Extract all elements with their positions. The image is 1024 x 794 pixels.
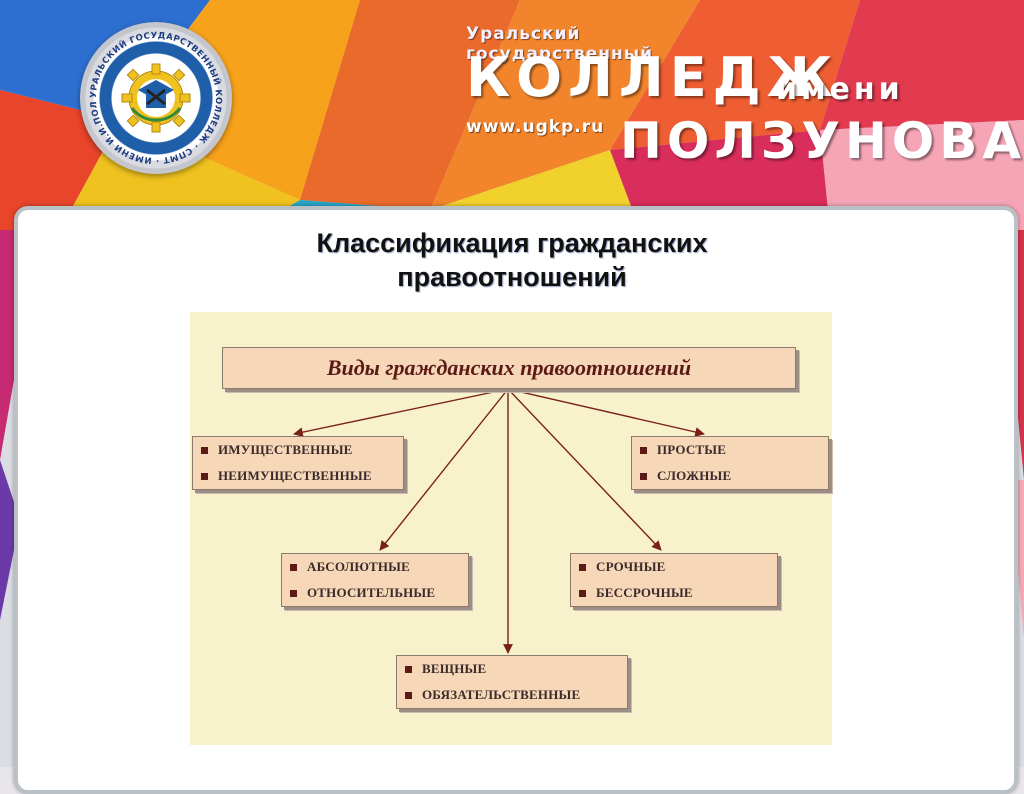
list-item: ПРОСТЫЕ bbox=[632, 437, 828, 463]
item-label: ПРОСТЫЕ bbox=[657, 442, 727, 457]
item-label: ВЕЩНЫЕ bbox=[422, 661, 487, 676]
bullet-icon bbox=[405, 665, 412, 673]
list-item: ОТНОСИТЕЛЬНЫЕ bbox=[282, 580, 468, 606]
group-box-d: СРОЧНЫЕ БЕССРОЧНЫЕ bbox=[570, 553, 778, 607]
brand-url: www.ugkp.ru bbox=[466, 117, 605, 137]
item-label: ОБЯЗАТЕЛЬСТВЕННЫЕ bbox=[422, 687, 581, 702]
bullet-icon bbox=[201, 446, 208, 454]
list-item: АБСОЛЮТНЫЕ bbox=[282, 554, 468, 580]
list-item: ОБЯЗАТЕЛЬСТВЕННЫЕ bbox=[397, 682, 627, 708]
item-label: ОТНОСИТЕЛЬНЫЕ bbox=[307, 585, 436, 600]
list-item: ИМУЩЕСТВЕННЫЕ bbox=[193, 437, 403, 463]
brand-polzunova: ПОЛЗУНОВА bbox=[620, 112, 1024, 170]
slide-title-line1: Классификация гражданских bbox=[316, 228, 708, 258]
bullet-icon bbox=[640, 446, 647, 454]
college-logo: УРАЛЬСКИЙ ГОСУДАРСТВЕННЫЙ КОЛЛЕДЖ · СПМТ… bbox=[80, 22, 232, 174]
bullet-icon bbox=[405, 691, 412, 699]
group-box-c: АБСОЛЮТНЫЕ ОТНОСИТЕЛЬНЫЕ bbox=[281, 553, 469, 607]
bullet-icon bbox=[640, 472, 647, 480]
group-box-b: ПРОСТЫЕ СЛОЖНЫЕ bbox=[631, 436, 829, 490]
list-item: ВЕЩНЫЕ bbox=[397, 656, 627, 682]
brand-subtitle: Уральский государственный bbox=[466, 24, 654, 64]
slide-title-line2: правоотношений bbox=[397, 262, 627, 292]
slide-title: Классификация гражданских правоотношений bbox=[200, 226, 824, 294]
item-label: СРОЧНЫЕ bbox=[596, 559, 666, 574]
item-label: НЕИМУЩЕСТВЕННЫЕ bbox=[218, 468, 372, 483]
group-box-a: ИМУЩЕСТВЕННЫЕ НЕИМУЩЕСТВЕННЫЕ bbox=[192, 436, 404, 490]
brand-kolledzh: КОЛЛЕДЖ bbox=[466, 46, 839, 109]
item-label: АБСОЛЮТНЫЕ bbox=[307, 559, 410, 574]
bullet-icon bbox=[290, 589, 297, 597]
bullet-icon bbox=[201, 472, 208, 480]
gear-emblem-icon bbox=[121, 63, 191, 133]
root-label: Виды гражданских правоотношений bbox=[326, 355, 692, 380]
group-box-e: ВЕЩНЫЕ ОБЯЗАТЕЛЬСТВЕННЫЕ bbox=[396, 655, 628, 709]
item-label: СЛОЖНЫЕ bbox=[657, 468, 732, 483]
bullet-icon bbox=[579, 563, 586, 571]
item-label: ИМУЩЕСТВЕННЫЕ bbox=[218, 442, 353, 457]
list-item: СРОЧНЫЕ bbox=[571, 554, 777, 580]
bullet-icon bbox=[290, 563, 297, 571]
root-box: Виды гражданских правоотношений bbox=[222, 347, 796, 389]
list-item: БЕССРОЧНЫЕ bbox=[571, 580, 777, 606]
bullet-icon bbox=[579, 589, 586, 597]
list-item: НЕИМУЩЕСТВЕННЫЕ bbox=[193, 463, 403, 489]
brand-imeni: имени bbox=[776, 72, 904, 107]
item-label: БЕССРОЧНЫЕ bbox=[596, 585, 693, 600]
list-item: СЛОЖНЫЕ bbox=[632, 463, 828, 489]
